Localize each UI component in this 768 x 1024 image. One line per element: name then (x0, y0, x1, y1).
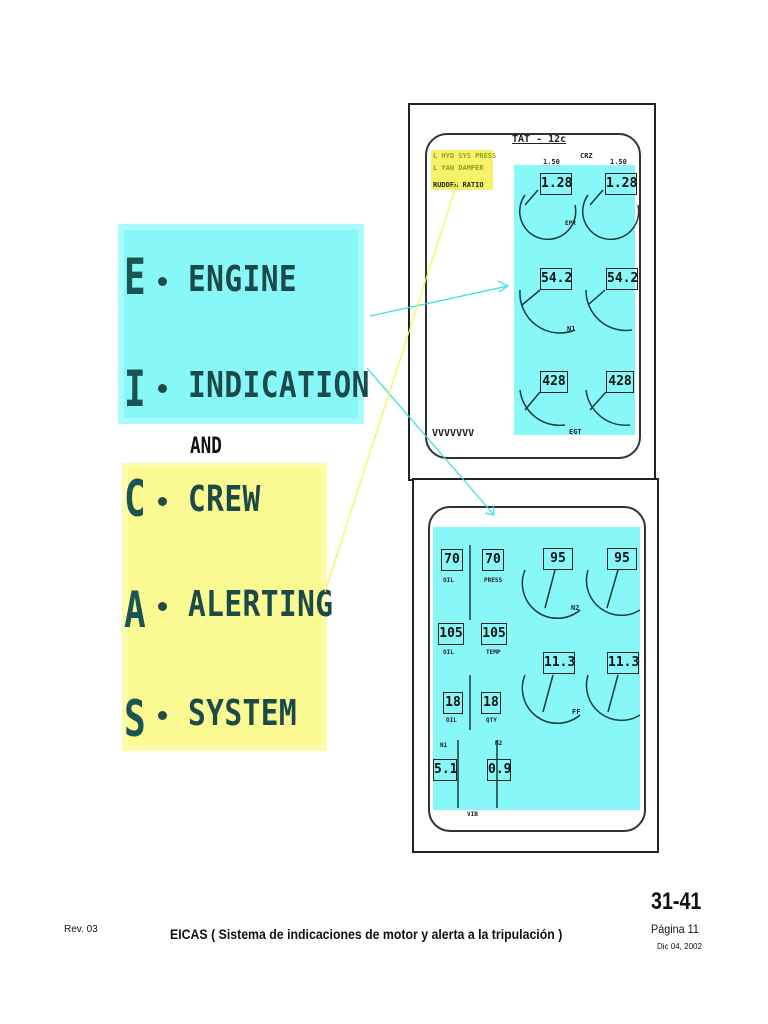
n1-left-dial (519, 289, 576, 334)
revision: Rev. 03 (64, 924, 98, 935)
qty-label: QTY (486, 717, 497, 724)
vib-right-value: 0.9 (487, 759, 511, 781)
oil-temp-left: 105 (438, 623, 464, 645)
alert-message: L YAW DAMPER (433, 164, 484, 172)
epr-left-value: 1.28 (540, 173, 572, 195)
word-indication: INDICATION (188, 365, 370, 406)
word-system: SYSTEM (188, 693, 298, 734)
ff-left-value: 11.3 (543, 652, 575, 674)
bullet (158, 602, 167, 611)
n2-label: N2 (571, 604, 580, 612)
n1-label: N1 (567, 325, 576, 333)
epr-right-value: 1.28 (605, 173, 637, 195)
alert-message-area (431, 150, 493, 190)
vib-n1-label: N1 (440, 742, 448, 749)
press-label: PRESS (484, 577, 503, 584)
page-number: 31-41 (651, 888, 702, 915)
oil-label: OIL (443, 577, 454, 584)
bullet (158, 711, 167, 720)
oil-press-left: 70 (441, 549, 463, 571)
epr-left-dial (518, 194, 577, 241)
oil-temp-right: 105 (481, 623, 507, 645)
n2-left-dial (521, 569, 581, 620)
oil-press-right: 70 (482, 549, 504, 571)
ff-right-dial (585, 674, 641, 722)
vib-label: VIB (467, 811, 478, 818)
and-connector: AND (190, 434, 222, 459)
epr-right-dial (581, 194, 640, 241)
epr-max-left: 1.50 (543, 158, 560, 166)
oil-qty-right: 18 (481, 692, 501, 714)
egt-right-value: 428 (606, 371, 634, 393)
ff-label: FF (572, 708, 581, 716)
acronym-letter-c: C (124, 470, 146, 528)
egt-label: EGT (569, 428, 582, 436)
n1-right-dial (585, 289, 633, 332)
word-alerting: ALERTING (188, 584, 334, 625)
n2-right-value: 95 (607, 548, 637, 570)
n2-left-value: 95 (543, 548, 573, 570)
egt-left-value: 428 (540, 371, 568, 393)
revision-date: Dic 04, 2002 (657, 942, 702, 951)
alert-message: L HYD SYS PRESS (433, 152, 497, 160)
n1-right-value: 54.2 (606, 268, 638, 290)
tat-readout: TAT - 12c (512, 134, 567, 145)
epr-label: EPR (565, 220, 576, 227)
bullet (158, 384, 167, 393)
engine-indication-area (514, 165, 635, 435)
acronym-letter-a: A (124, 581, 146, 639)
epr-max-right: 1.50 (610, 158, 627, 166)
oil-label: OIL (446, 717, 457, 724)
vib-n2-label: N2 (495, 740, 503, 747)
egt-right-dial (585, 389, 631, 426)
crew-alerting-highlight (122, 463, 327, 751)
footer-title: EICAS ( Sistema de indicaciones de motor… (170, 926, 563, 942)
bullet (158, 497, 167, 506)
acronym-letter-i: I (124, 360, 146, 418)
egt-left-dial (519, 389, 566, 427)
oil-qty-left: 18 (443, 692, 463, 714)
secondary-engine-area (433, 527, 640, 810)
acronym-letter-e: E (124, 248, 146, 306)
bullet (158, 277, 167, 286)
vib-left-value: 5.1 (433, 759, 457, 781)
oil-label: OIL (443, 649, 454, 656)
n1-left-value: 54.2 (540, 268, 572, 290)
n2-right-dial (585, 569, 641, 617)
temp-label: TEMP (486, 649, 501, 656)
ff-right-value: 11.3 (607, 652, 639, 674)
ff-left-dial (521, 674, 581, 725)
crz-label: CRZ (580, 152, 593, 160)
word-crew: CREW (188, 479, 261, 520)
page-label: Página 11 (651, 922, 699, 936)
status-marks: VVVVVVV (432, 428, 475, 439)
word-engine: ENGINE (188, 259, 298, 300)
acronym-letter-s: S (124, 690, 146, 748)
